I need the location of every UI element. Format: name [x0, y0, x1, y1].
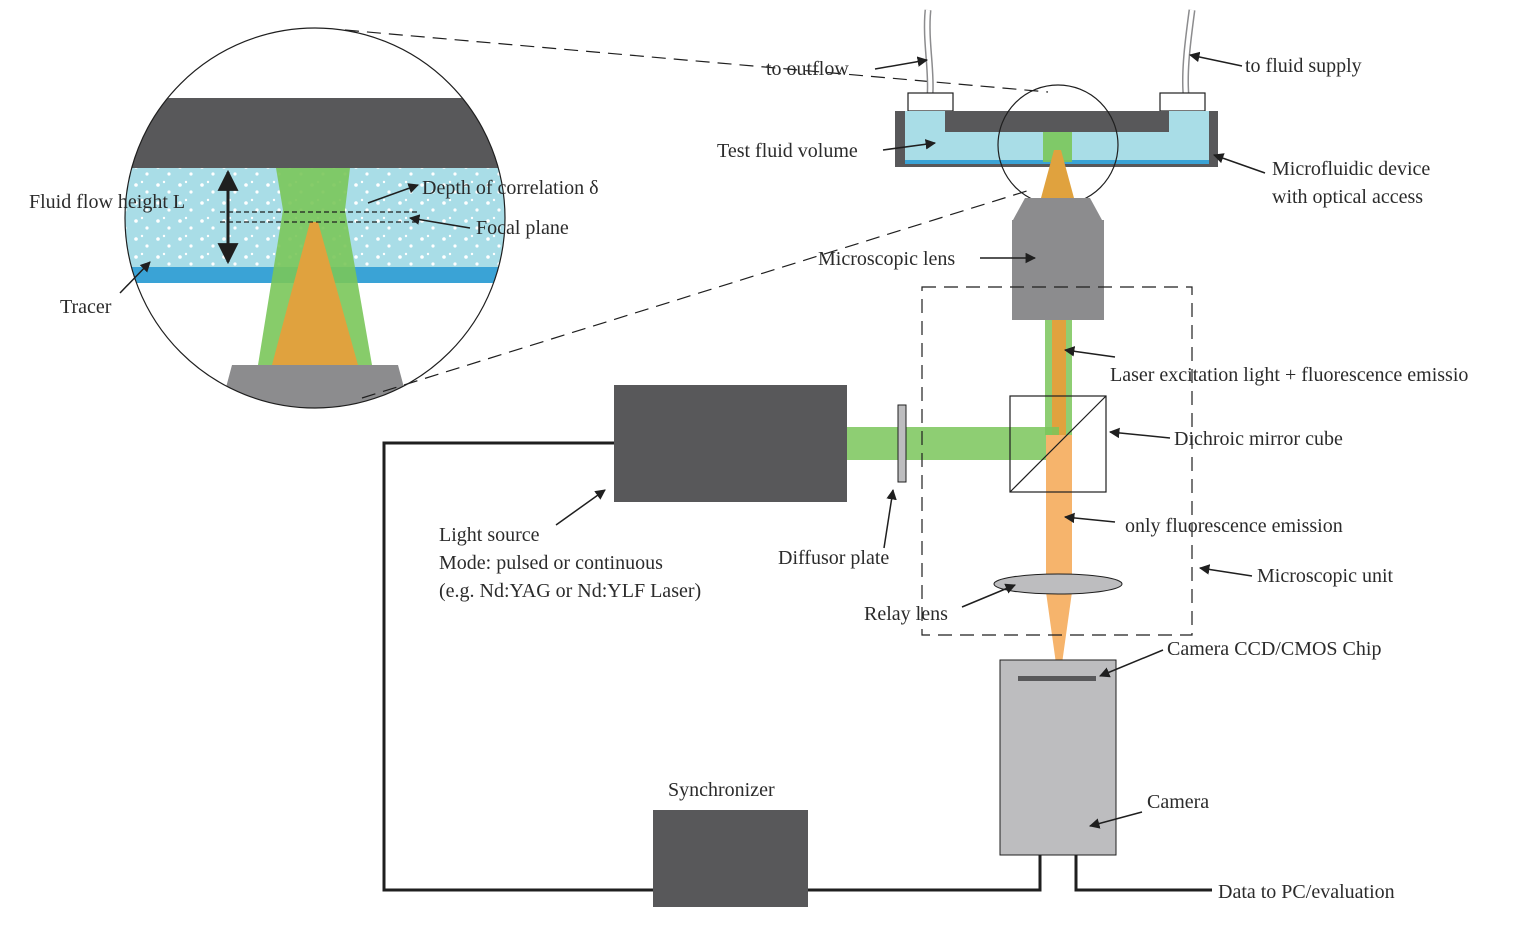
fluorescence-beam: [1046, 435, 1072, 585]
label-data-to-pc: Data to PC/evaluation: [1218, 881, 1395, 903]
label-light-source: Light source: [439, 524, 540, 546]
diffusor-plate: [897, 404, 907, 483]
inset-top-plate: [125, 98, 505, 168]
camera-body: [999, 659, 1117, 856]
label-microscopic-lens: Microscopic lens: [818, 248, 955, 270]
label-light-source-mode: Mode: pulsed or continuous: [439, 552, 663, 574]
label-tracer: Tracer: [60, 296, 112, 318]
leader-arrows: [119, 51, 1266, 829]
synchronizer-box: [653, 810, 808, 907]
wiring: [382, 441, 1212, 892]
light-source: [614, 385, 847, 502]
microscopic-unit-box: [921, 286, 1193, 636]
label-microfluidic-device: Microfluidic device: [1272, 158, 1430, 180]
label-optical-access: with optical access: [1272, 186, 1423, 208]
label-laser-excitation: Laser excitation light + fluorescence em…: [1110, 364, 1468, 386]
green-horizontal-beam: [847, 427, 1059, 460]
camera-chip: [1018, 676, 1096, 681]
label-camera: Camera: [1147, 791, 1209, 813]
microfluidic-device: [895, 9, 1218, 206]
label-focal-plane: Focal plane: [476, 217, 569, 239]
label-to-fluid-supply: to fluid supply: [1245, 55, 1362, 77]
inset-orange-cone: [272, 222, 358, 365]
microscopic-lens: [1012, 198, 1104, 320]
label-light-source-example: (e.g. Nd:YAG or Nd:YLF Laser): [439, 580, 701, 602]
label-to-outflow: to outflow: [766, 58, 849, 80]
label-fluid-flow-height: Fluid flow height L: [29, 191, 185, 213]
relay-lens: [993, 573, 1123, 595]
label-depth-of-correlation: Depth of correlation δ: [422, 177, 599, 199]
supply-port: [1159, 92, 1206, 112]
outflow-port: [907, 92, 954, 112]
label-microscopic-unit: Microscopic unit: [1257, 565, 1394, 587]
label-test-fluid-volume: Test fluid volume: [717, 140, 858, 162]
inset-objective: [220, 365, 410, 408]
label-only-fluorescence: only fluorescence emission: [1125, 515, 1343, 537]
label-dichroic-mirror-cube: Dichroic mirror cube: [1174, 428, 1343, 450]
label-diffusor-plate: Diffusor plate: [778, 547, 889, 569]
dichroic-mirror-cube: [1009, 395, 1107, 493]
label-synchronizer: Synchronizer: [668, 779, 775, 801]
label-camera-chip: Camera CCD/CMOS Chip: [1167, 638, 1381, 660]
label-relay-lens: Relay lens: [864, 603, 948, 625]
magnified-inset: [124, 27, 506, 409]
